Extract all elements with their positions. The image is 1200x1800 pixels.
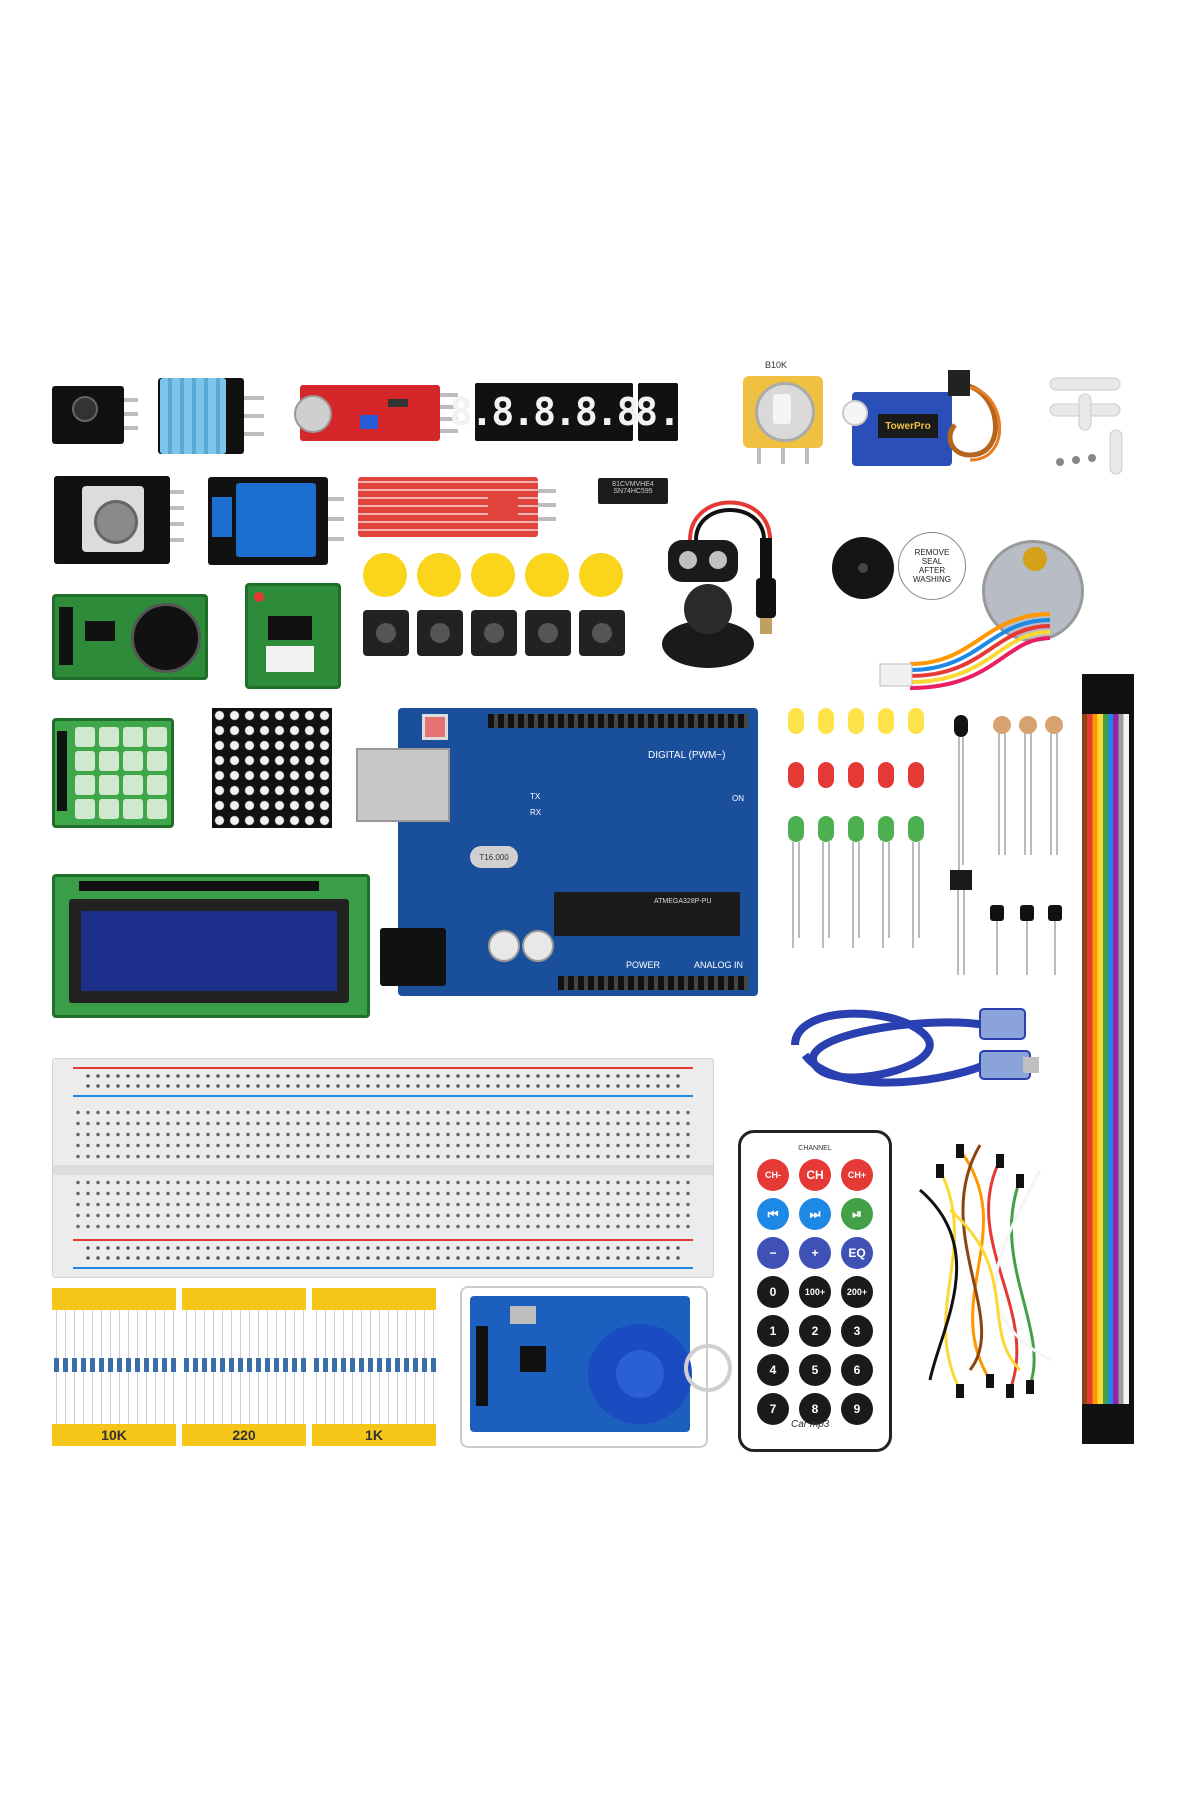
remote-button[interactable]: CH- [757, 1159, 789, 1191]
ir-receiver-module [52, 386, 138, 444]
sound-sensor-module [294, 385, 458, 441]
sg90-servo-motor: TowerPro [842, 392, 952, 466]
atmega-chip: ATMEGA328P-PU [554, 892, 740, 936]
reset-button [422, 714, 448, 740]
jumper-wire-bundle [919, 1144, 1051, 1398]
potentiometer-value: B10K [765, 360, 788, 370]
tx-label: TX [530, 792, 541, 801]
remote-button[interactable]: 200+ [841, 1276, 873, 1308]
remote-button[interactable]: 5 [799, 1354, 831, 1386]
analog-in-label: ANALOG IN [694, 960, 744, 970]
remote-button[interactable]: 1 [757, 1315, 789, 1347]
on-label: ON [732, 794, 744, 803]
resistor-label-220: 220 [232, 1427, 256, 1443]
potentiometer: B10K [743, 360, 823, 464]
joystick-cap [662, 584, 754, 668]
digital-pwm-label: DIGITAL (PWM~) [648, 750, 726, 761]
4x4-membrane-keypad-module [52, 718, 174, 828]
crystal-label: T16.000 [479, 852, 509, 862]
stepper-driver-board [245, 583, 341, 689]
remote-button[interactable]: ⏯ [841, 1198, 873, 1230]
water-level-sensor [358, 477, 556, 537]
remote-button[interactable]: 3 [841, 1315, 873, 1347]
dc-power-jack [380, 928, 446, 986]
crystal-oscillator: T16.000 [470, 846, 518, 868]
remote-button[interactable]: ⏭ [799, 1198, 831, 1230]
resistor-pack-220: 220 [182, 1288, 306, 1446]
power-label: POWER [626, 960, 661, 970]
8x8-led-matrix [212, 708, 332, 828]
arduino-uno-board: DIGITAL (PWM~) TX RX ON T16.000 ATMEGA32… [356, 708, 758, 996]
capacitors [488, 930, 554, 962]
red-leds [788, 762, 924, 788]
tactile-buttons-row [363, 610, 633, 660]
terminal-strip-upper [73, 1107, 693, 1163]
remote-button[interactable]: CH+ [841, 1159, 873, 1191]
real-time-clock-module [52, 594, 208, 680]
chip-line-1: 81CVMVHE4 [612, 481, 654, 488]
four-digit-seven-segment-display: 8.8.8.8.8. [450, 383, 660, 441]
power-analog-header [558, 976, 748, 990]
remote-button[interactable]: CH [799, 1159, 831, 1191]
remote-button[interactable]: 2 [799, 1315, 831, 1347]
resistor-pack-10k: 10K [52, 1288, 176, 1446]
stepper-motor-cable [879, 612, 1051, 690]
seal-label-text: REMOVE SEAL AFTER WASHING [913, 548, 951, 584]
remote-button[interactable]: 4 [757, 1354, 789, 1386]
power-rail-top [83, 1071, 683, 1091]
resistor-pack-1k: 1K [312, 1288, 436, 1446]
seven-segment-digits: 8.8.8.8.8. [449, 390, 661, 434]
relay-module [208, 477, 344, 565]
remote-logo: Car mp3 [791, 1419, 830, 1430]
servo-cable [947, 370, 1002, 462]
remote-button[interactable]: 8 [799, 1393, 831, 1425]
shift-register-chip: 81CVMVHE4 SN74HC595 [598, 478, 668, 504]
remote-channel-label: CHANNEL [798, 1145, 832, 1152]
dupont-ribbon-cable [1082, 674, 1134, 1444]
dht11-sensor-module [158, 378, 264, 454]
photoresistors-and-sensors [950, 715, 1063, 975]
remote-button[interactable]: EQ [841, 1237, 873, 1269]
remote-button[interactable]: 7 [757, 1393, 789, 1425]
chip-line-2: SN74HC595 [613, 488, 653, 495]
lcd-1602-display [52, 874, 370, 1018]
terminal-strip-lower [73, 1177, 693, 1233]
button-caps-row [363, 553, 633, 601]
remote-button[interactable]: − [757, 1237, 789, 1269]
buzzer-seal-label: REMOVE SEAL AFTER WASHING [898, 532, 966, 600]
remote-button[interactable]: 9 [841, 1393, 873, 1425]
rfid-key-fob [588, 1324, 732, 1424]
remote-button[interactable]: 6 [841, 1354, 873, 1386]
led-assortment [788, 708, 924, 948]
single-segment-digit: 8. [635, 390, 681, 434]
green-leds [788, 816, 924, 842]
buzzer [832, 537, 894, 599]
single-digit-seven-segment-display: 8. [635, 383, 681, 441]
digital-header [488, 714, 748, 728]
usb-cable [791, 1008, 1039, 1087]
breadboard [52, 1058, 714, 1278]
power-rail-bottom [83, 1243, 683, 1263]
servo-brand-label: TowerPro [885, 420, 931, 432]
remote-button[interactable]: 0 [757, 1276, 789, 1308]
resistor-label-1k: 1K [365, 1427, 383, 1443]
yellow-leds [788, 708, 924, 734]
remote-button[interactable]: 100+ [799, 1276, 831, 1308]
remote-button[interactable]: ⏮ [757, 1198, 789, 1230]
servo-horn-accessories [1049, 377, 1123, 475]
keypad-grid [75, 727, 167, 819]
rx-label: RX [530, 808, 542, 817]
resistor-label-10k: 10K [101, 1427, 127, 1443]
chip-label: ATMEGA328P-PU [654, 898, 712, 905]
remote-button[interactable]: + [799, 1237, 831, 1269]
usb-b-jack [356, 748, 450, 822]
9v-battery-clip [668, 500, 776, 634]
joystick-module [54, 476, 184, 564]
